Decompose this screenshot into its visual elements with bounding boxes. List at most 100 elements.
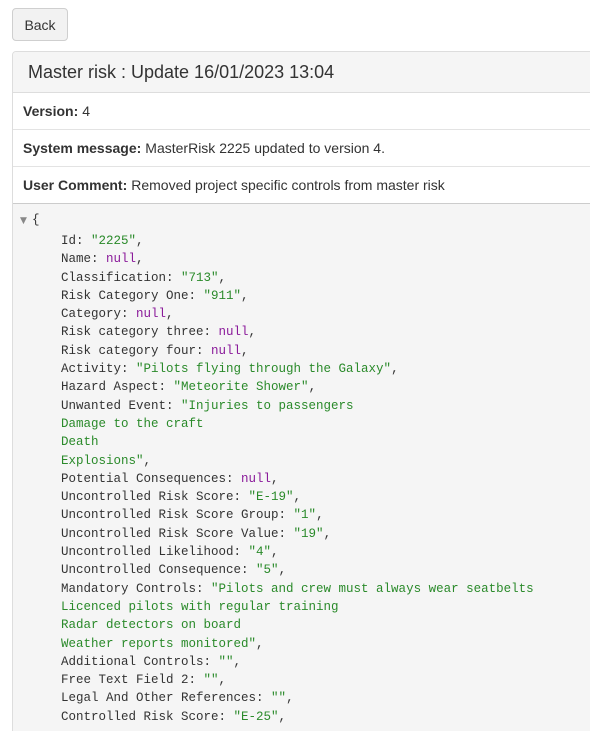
json-value: "" [271,691,287,706]
json-value: "E-19" [248,490,294,505]
json-key: Legal And Other References: [61,691,272,706]
user-comment-value: Removed project specific controls from m… [131,177,445,193]
json-line: Weather reports monitored", [61,635,534,653]
json-punctuation: , [241,343,249,358]
json-punctuation: , [136,252,144,267]
json-punctuation: , [391,362,399,377]
json-punctuation: , [271,545,279,560]
json-line: Death [61,433,534,451]
json-line: Name: null, [61,250,534,268]
json-open-brace: { [32,213,40,227]
json-value: "1" [293,508,317,523]
json-punctuation: , [278,709,287,724]
back-button[interactable]: Back [12,8,68,41]
json-key: Free Text Field 2: [61,673,204,688]
json-key: Name: [61,252,107,267]
user-comment-label: User Comment: [23,177,128,193]
json-value: Damage to the craft [61,416,204,431]
system-message-row: System message: MasterRisk 2225 updated … [13,130,590,167]
history-panel: Master risk : Update 16/01/2023 13:04 Ve… [12,51,590,731]
json-value: "Pilots and crew must always wear seatbe… [211,581,534,596]
json-value: null [241,471,272,486]
json-punctuation: , [308,380,317,395]
json-punctuation: , [256,636,264,651]
system-message-label: System message: [23,140,142,156]
json-punctuation: , [233,654,242,669]
json-key: Hazard Aspect: [61,380,174,395]
json-key: Controlled Risk Score: [61,709,234,724]
json-line: Classification: "713", [61,269,534,287]
json-key: Uncontrolled Risk Score: [61,490,249,505]
json-value: Radar detectors on board [61,618,242,633]
json-value: "911" [203,288,242,303]
json-viewer[interactable]: ▼ { Id: "2225",Name: null,Classification… [13,203,590,731]
json-key: Uncontrolled Risk Score Value: [61,526,294,541]
json-key: Uncontrolled Risk Score Group: [61,508,294,523]
json-line: Legal And Other References: "", [61,689,534,707]
json-line: Damage to the craft [61,415,534,433]
json-line: Id: "2225", [61,232,534,250]
json-value: "713" [181,270,219,285]
json-punctuation: , [241,288,249,303]
json-line: Controlled Risk Score: "E-25", [61,708,534,726]
json-key: Mandatory Controls: [61,581,212,596]
json-key: Uncontrolled Consequence: [61,563,257,578]
json-punctuation: , [271,471,279,486]
json-line: Uncontrolled Consequence: "5", [61,561,534,579]
json-punctuation: , [323,526,332,541]
json-punctuation: , [316,508,324,523]
json-key: Category: [61,307,137,322]
json-key: Unwanted Event: [61,398,182,413]
json-punctuation: , [218,270,227,285]
json-value: "5" [256,563,279,578]
json-value: "4" [248,545,272,560]
json-value: "" [218,654,234,669]
json-line: Risk Category One: "911", [61,287,534,305]
json-lines: Id: "2225",Name: null,Classification: "7… [61,232,534,726]
json-key: Additional Controls: [61,654,219,669]
json-line: Unwanted Event: "Injuries to passengers [61,397,534,415]
json-value: "" [203,673,219,688]
json-punctuation: , [166,307,174,322]
json-value: null [211,343,242,358]
json-value: null [106,252,137,267]
version-label: Version: [23,103,79,119]
json-value: "Meteorite Shower" [173,380,309,395]
user-comment-row: User Comment: Removed project specific c… [13,167,590,204]
json-line: Uncontrolled Risk Score Value: "19", [61,525,534,543]
version-row: Version: 4 [13,93,590,130]
version-value: 4 [82,103,91,119]
json-value: Licenced pilots with regular training [61,599,339,614]
json-line: Hazard Aspect: "Meteorite Shower", [61,378,534,396]
json-value: "2225" [91,234,137,248]
json-key: Id: [61,234,92,248]
json-line: Category: null, [61,305,534,323]
json-value: "E-25" [233,709,279,724]
json-value: "19" [293,526,324,541]
json-value: Explosions" [61,453,144,468]
json-line: Potential Consequences: null, [61,470,534,488]
json-value: Weather reports monitored" [61,636,257,651]
json-punctuation: , [278,563,287,578]
system-message-value: MasterRisk 2225 updated to version 4. [145,140,385,156]
json-punctuation: , [136,234,144,248]
json-key: Risk category four: [61,343,212,358]
json-line: Uncontrolled Likelihood: "4", [61,543,534,561]
json-line: Explosions", [61,452,534,470]
page-title: Master risk : Update 16/01/2023 13:04 [13,52,590,93]
json-line: Risk category three: null, [61,323,534,341]
json-line: Uncontrolled Risk Score Group: "1", [61,506,534,524]
json-line: Additional Controls: "", [61,653,534,671]
json-punctuation: , [143,453,152,468]
json-line: Free Text Field 2: "", [61,671,534,689]
json-key: Activity: [61,362,137,377]
json-key: Potential Consequences: [61,471,242,486]
json-line: Licenced pilots with regular training [61,598,534,616]
json-line: Uncontrolled Risk Score: "E-19", [61,488,534,506]
json-key: Risk category three: [61,325,219,340]
json-punctuation: , [218,673,227,688]
json-punctuation: , [248,325,257,340]
collapse-triangle-icon[interactable]: ▼ [20,216,27,226]
json-line: Radar detectors on board [61,616,534,634]
json-punctuation: , [293,490,302,505]
